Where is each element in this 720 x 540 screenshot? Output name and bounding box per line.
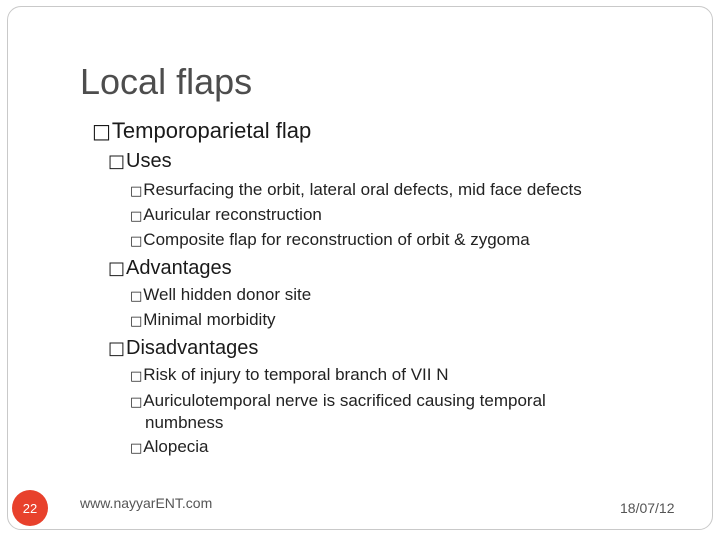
square-bullet-icon: □ [130, 234, 143, 249]
square-bullet-icon: □ [108, 258, 126, 279]
bullet-auriculotemporal-continuation: numbness [145, 413, 224, 432]
bullet-composite-flap: □Composite flap for reconstruction of or… [130, 230, 530, 249]
square-bullet-icon: □ [108, 338, 126, 359]
footer-date: 18/07/12 [620, 500, 675, 516]
page-number-badge: 22 [12, 490, 48, 526]
slide-title: Local flaps [80, 61, 253, 102]
square-bullet-icon: □ [130, 395, 143, 410]
bullet-uses: □Uses [108, 150, 172, 172]
square-bullet-icon: □ [92, 119, 111, 143]
square-bullet-icon: □ [130, 209, 143, 224]
square-bullet-icon: □ [130, 369, 143, 384]
square-bullet-icon: □ [130, 184, 143, 199]
bullet-disadvantages: □Disadvantages [108, 337, 259, 359]
bullet-well-hidden: □Well hidden donor site [130, 285, 312, 304]
square-bullet-icon: □ [108, 151, 126, 172]
bullet-resurfacing: □Resurfacing the orbit, lateral oral def… [130, 180, 582, 199]
bullet-risk-of-injury: □Risk of injury to temporal branch of VI… [130, 365, 449, 384]
bullet-auriculotemporal: □Auriculotemporal nerve is sacrificed ca… [130, 391, 546, 410]
square-bullet-icon: □ [130, 314, 143, 329]
bullet-advantages: □Advantages [108, 257, 232, 279]
bullet-auricular: □Auricular reconstruction [130, 205, 322, 224]
slide-frame [7, 6, 713, 530]
square-bullet-icon: □ [130, 289, 143, 304]
bullet-alopecia: □Alopecia [130, 437, 209, 456]
bullet-minimal-morbidity: □Minimal morbidity [130, 310, 276, 329]
bullet-temporoparietal-flap: □Temporoparietal flap [92, 118, 312, 143]
footer-url: www.nayyarENT.com [80, 495, 213, 511]
square-bullet-icon: □ [130, 441, 143, 456]
